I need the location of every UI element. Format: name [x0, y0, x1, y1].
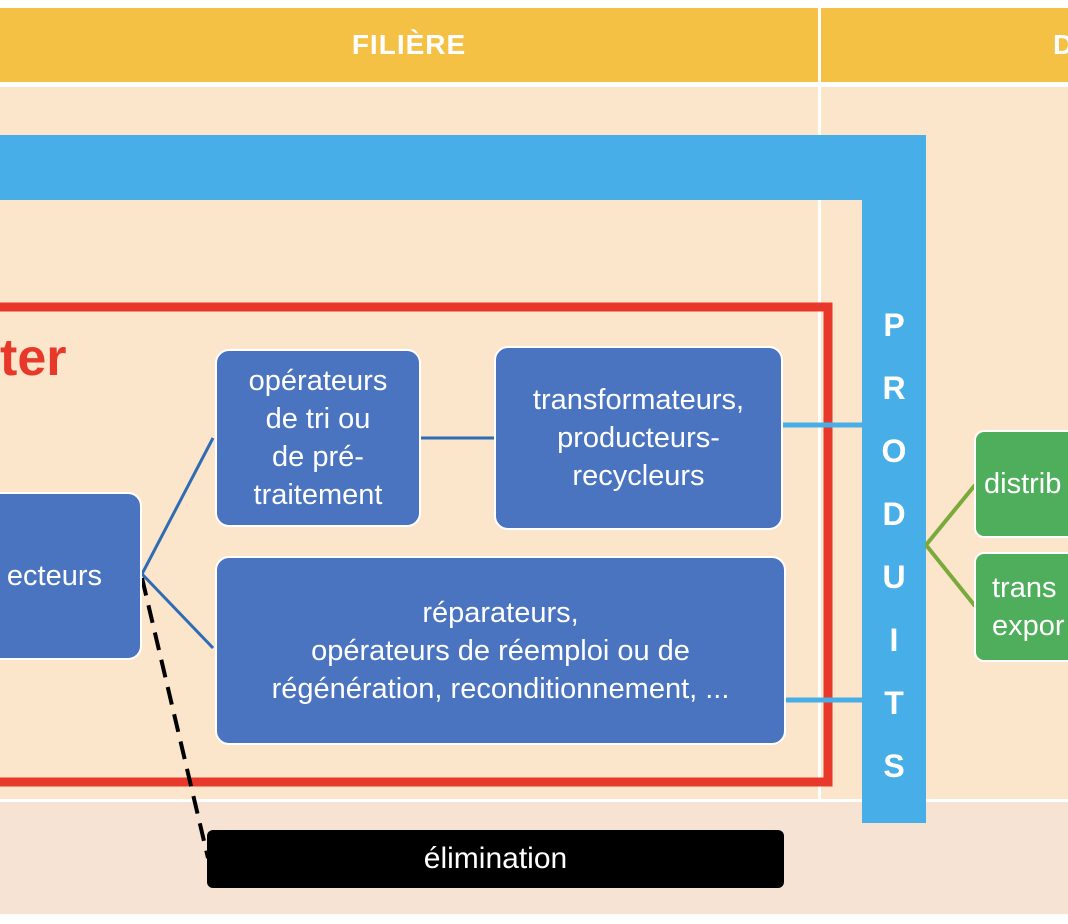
header-filiere: FILIÈRE [0, 8, 818, 82]
produits-letter: D [882, 496, 906, 532]
produits-letter: O [881, 433, 907, 469]
produits-letter: I [889, 622, 899, 658]
red-frame [0, 302, 833, 787]
box-sorting-operators: opérateurs de tri ou de pré- traitement [215, 349, 421, 527]
produits-letter: P [883, 307, 905, 343]
produits-label: P R O D U I T S [862, 300, 926, 804]
produits-letter: R [882, 370, 906, 406]
box-collectors-label: ecteurs [6, 560, 102, 592]
box-repairers-label: réparateurs, opérateurs de réemploi ou d… [271, 596, 730, 705]
elimination-label: élimination [423, 842, 568, 875]
header-right: D [821, 8, 1068, 82]
produits-letter: S [883, 748, 905, 784]
elimination-box: élimination [207, 830, 784, 888]
box-sorting-label: opérateurs de tri ou de pré- traitement [248, 365, 388, 511]
red-frame-title: ter [0, 329, 67, 387]
produits-letter: T [884, 685, 904, 721]
box-repairers: réparateurs, opérateurs de réemploi ou d… [215, 556, 786, 745]
header-right-label: D [1053, 29, 1068, 60]
box-distrib-label: distrib [984, 468, 1062, 500]
box-transformers: transformateurs, producteurs- recycleurs [494, 346, 783, 530]
box-distributors: distrib [974, 430, 1068, 538]
header-filiere-label: FILIÈRE [351, 29, 467, 60]
box-collectors: ecteurs [0, 492, 142, 660]
box-transport-label: trans expor [992, 572, 1065, 642]
box-transformers-label: transformateurs, producteurs- recycleurs [532, 384, 745, 492]
box-transport-export: trans expor [974, 552, 1068, 662]
produits-letter: U [882, 559, 906, 595]
